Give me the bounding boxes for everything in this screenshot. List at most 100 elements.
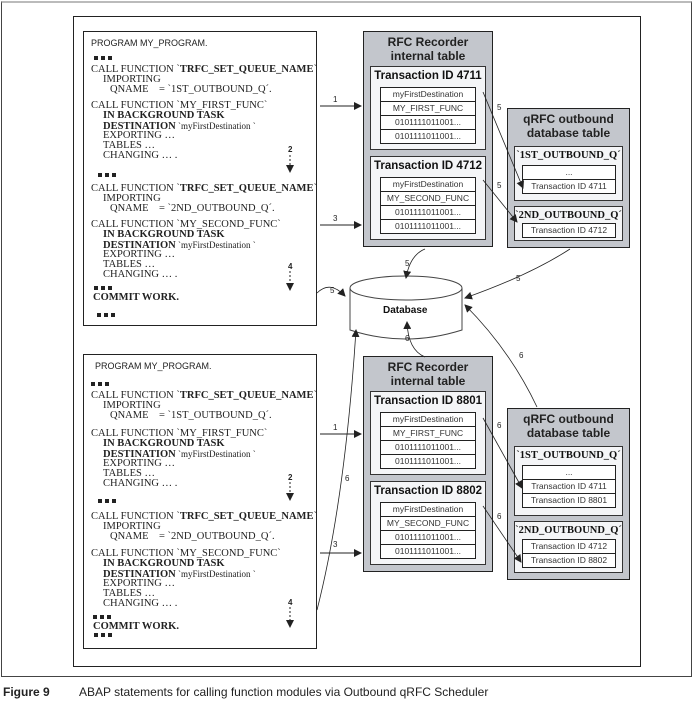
code-block-bottom: PROGRAM MY_PROGRAM. CALL FUNCTION `TRFC_… xyxy=(83,354,317,649)
qname-1: QNAME = `1ST_OUTBOUND_Q´. xyxy=(110,410,272,421)
queue-entry: ... xyxy=(522,165,616,180)
background-task-1: IN BACKGROUND TASK xyxy=(103,110,225,121)
queue-name: `1ST_OUTBOUND_Q´ xyxy=(516,150,621,161)
queue-2nd-outbound: `2ND_OUTBOUND_Q´ Transaction ID 4712 xyxy=(514,206,623,241)
ellipsis-dots xyxy=(93,613,114,623)
rfc-recorder-bottom: RFC Recorder internal table Transaction … xyxy=(363,356,493,572)
qname-1: QNAME = `1ST_OUTBOUND_Q´. xyxy=(110,84,272,95)
qrfc-outbound-table-top: qRFC outbound database table `1ST_OUTBOU… xyxy=(507,108,630,248)
qrfc-title-line2: database table xyxy=(526,426,611,440)
ellipsis-dots xyxy=(91,380,112,390)
step-4-label: 4 xyxy=(288,262,293,271)
ellipsis-dots xyxy=(94,631,115,641)
exporting-2: EXPORTING … xyxy=(103,578,175,589)
data-cell: 0101111011001... xyxy=(380,115,476,130)
changing-1: CHANGING … . xyxy=(103,150,178,161)
destination-2: DESTINATION `myFirstDestination ` xyxy=(103,569,256,580)
qrfc-title-line1: qRFC outbound xyxy=(523,112,614,126)
figure-frame xyxy=(73,16,641,667)
call-first-func: CALL FUNCTION `MY_FIRST_FUNC` xyxy=(91,100,268,111)
rfc-recorder-top: RFC Recorder internal table Transaction … xyxy=(363,31,493,247)
exporting-2: EXPORTING … xyxy=(103,249,175,260)
qrfc-title-line2: database table xyxy=(526,126,611,140)
function-cell: MY_FIRST_FUNC xyxy=(380,101,476,116)
destination-cell: myFirstDestination xyxy=(380,412,476,427)
queue-1st-outbound: `1ST_OUTBOUND_Q´ ... Transaction ID 4711 xyxy=(514,146,623,201)
database-label: Database xyxy=(383,305,428,316)
destination-1: DESTINATION `myFirstDestination ` xyxy=(103,449,256,460)
queue-name: `1ST_OUTBOUND_Q´ xyxy=(516,450,621,461)
queue-entry: Transaction ID 4711 xyxy=(522,479,616,494)
step-2-label: 2 xyxy=(288,473,293,482)
importing-2: IMPORTING xyxy=(103,521,161,532)
importing-1: IMPORTING xyxy=(103,74,161,85)
ellipsis-dots xyxy=(98,497,119,507)
changing-2: CHANGING … . xyxy=(103,598,178,609)
data-cell: 0101111011001... xyxy=(380,544,476,559)
function-cell: MY_SECOND_FUNC xyxy=(380,191,476,206)
background-task-2: IN BACKGROUND TASK xyxy=(103,229,225,240)
call-first-func: CALL FUNCTION `MY_FIRST_FUNC` xyxy=(91,428,268,439)
background-task-2: IN BACKGROUND TASK xyxy=(103,558,225,569)
data-cell: 0101111011001... xyxy=(380,205,476,220)
transaction-title: Transaction ID 8802 xyxy=(373,485,483,497)
data-cell: 0101111011001... xyxy=(380,440,476,455)
call-second-func: CALL FUNCTION `MY_SECOND_FUNC` xyxy=(91,548,281,559)
destination-cell: myFirstDestination xyxy=(380,177,476,192)
transaction-4712: Transaction ID 4712 myFirstDestination M… xyxy=(370,156,486,240)
queue-entry: Transaction ID 4712 xyxy=(522,539,616,554)
data-cell: 0101111011001... xyxy=(380,530,476,545)
queue-2nd-outbound: `2ND_OUTBOUND_Q´ Transaction ID 4712 Tra… xyxy=(514,521,623,573)
transaction-8801: Transaction ID 8801 myFirstDestination M… xyxy=(370,391,486,475)
qname-2: QNAME = `2ND_OUTBOUND_Q´. xyxy=(110,531,275,542)
transaction-title: Transaction ID 4712 xyxy=(373,160,483,172)
ellipsis-dots xyxy=(94,284,115,294)
destination-1: DESTINATION `myFirstDestination ` xyxy=(103,121,256,132)
changing-1: CHANGING … . xyxy=(103,478,178,489)
queue-entry: ... xyxy=(522,465,616,480)
caption-text: ABAP statements for calling function mod… xyxy=(79,685,489,699)
program-statement: PROGRAM MY_PROGRAM. xyxy=(95,361,212,371)
call-set-queue-2: CALL FUNCTION `TRFC_SET_QUEUE_NAME` xyxy=(91,183,317,194)
transaction-8802: Transaction ID 8802 myFirstDestination M… xyxy=(370,481,486,565)
qrfc-title-line1: qRFC outbound xyxy=(523,412,614,426)
qname-2: QNAME = `2ND_OUTBOUND_Q´. xyxy=(110,203,275,214)
importing-2: IMPORTING xyxy=(103,193,161,204)
qrfc-outbound-table-bottom: qRFC outbound database table `1ST_OUTBOU… xyxy=(507,408,630,580)
background-task-1: IN BACKGROUND TASK xyxy=(103,438,225,449)
exporting-1: EXPORTING … xyxy=(103,458,175,469)
exporting-1: EXPORTING … xyxy=(103,130,175,141)
recorder-title-line1: RFC Recorder xyxy=(387,360,469,374)
ellipsis-dots xyxy=(98,171,119,181)
destination-2: DESTINATION `myFirstDestination ` xyxy=(103,240,256,251)
code-block-top: PROGRAM MY_PROGRAM. CALL FUNCTION `TRFC_… xyxy=(83,31,317,326)
queue-entry: Transaction ID 8801 xyxy=(522,493,616,508)
queue-1st-outbound: `1ST_OUTBOUND_Q´ ... Transaction ID 4711… xyxy=(514,446,623,516)
ellipsis-dots xyxy=(94,54,115,64)
queue-entry: Transaction ID 8802 xyxy=(522,553,616,568)
destination-cell: myFirstDestination xyxy=(380,87,476,102)
transaction-title: Transaction ID 4711 xyxy=(374,70,482,82)
commit-work: COMMIT WORK. xyxy=(93,292,179,303)
recorder-title-line2: internal table xyxy=(390,49,466,63)
queue-name: `2ND_OUTBOUND_Q´ xyxy=(515,210,622,221)
step-2-label: 2 xyxy=(288,145,293,154)
recorder-title-line2: internal table xyxy=(390,374,466,388)
program-statement: PROGRAM MY_PROGRAM. xyxy=(91,38,208,48)
commit-work: COMMIT WORK. xyxy=(93,621,179,632)
page-frame xyxy=(1,1,692,677)
transaction-title: Transaction ID 8801 xyxy=(373,395,483,407)
tables-1: TABLES … xyxy=(103,140,155,151)
destination-cell: myFirstDestination xyxy=(380,502,476,517)
ellipsis-dots xyxy=(97,311,118,321)
tables-1: TABLES … xyxy=(103,468,155,479)
importing-1: IMPORTING xyxy=(103,400,161,411)
call-set-queue-1: CALL FUNCTION `TRFC_SET_QUEUE_NAME` xyxy=(91,390,317,401)
tables-2: TABLES … xyxy=(103,259,155,270)
function-cell: MY_FIRST_FUNC xyxy=(380,426,476,441)
function-cell: MY_SECOND_FUNC xyxy=(380,516,476,531)
changing-2: CHANGING … . xyxy=(103,269,178,280)
queue-name: `2ND_OUTBOUND_Q´ xyxy=(515,525,622,536)
call-set-queue-2: CALL FUNCTION `TRFC_SET_QUEUE_NAME` xyxy=(91,511,317,522)
